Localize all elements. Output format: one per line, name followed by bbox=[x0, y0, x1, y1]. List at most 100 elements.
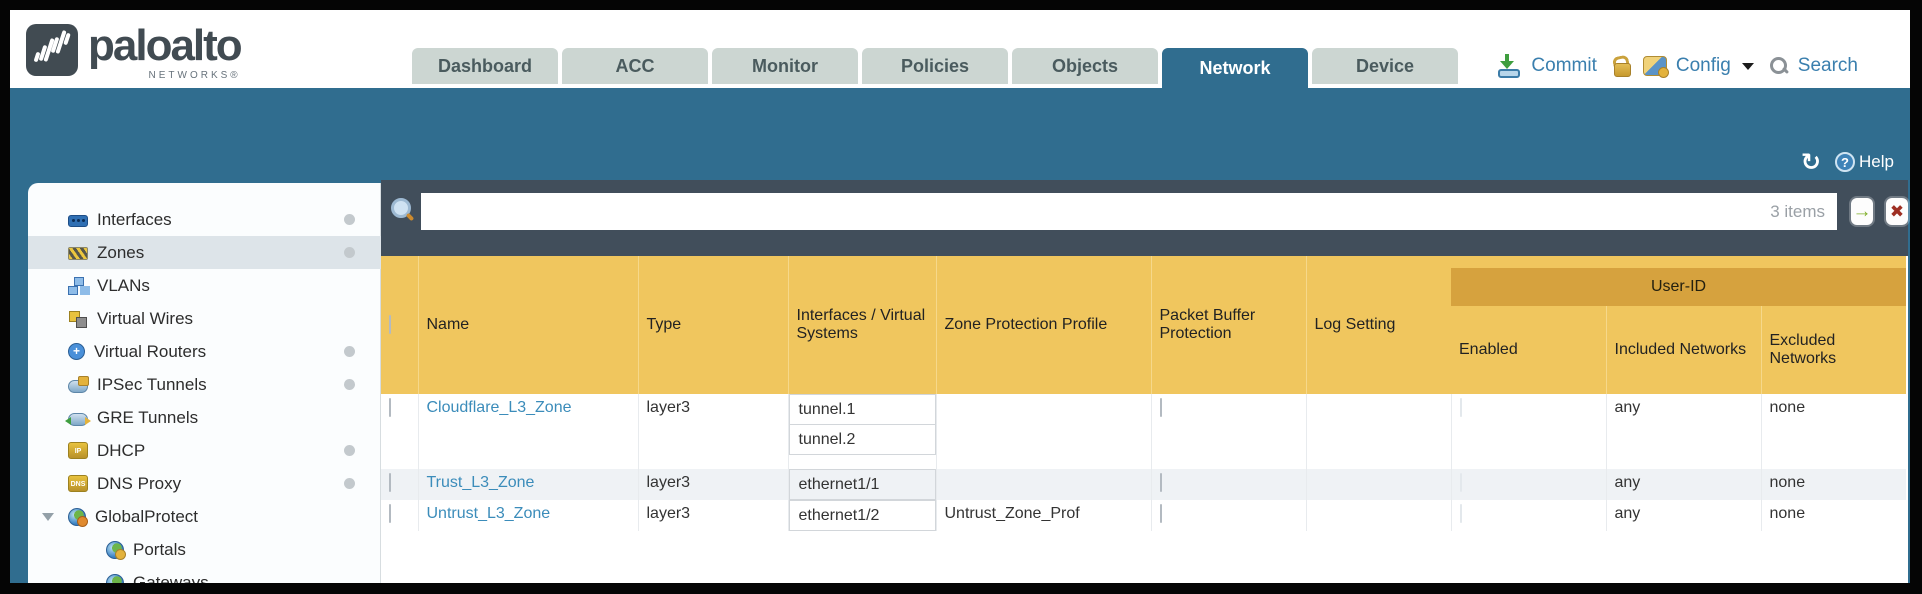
brand-name: paloalto bbox=[88, 21, 243, 70]
user-id-enabled-cell bbox=[1450, 394, 1606, 469]
sidebar-item-label: GRE Tunnels bbox=[97, 407, 199, 427]
select-all-checkbox[interactable] bbox=[389, 315, 391, 334]
gateways-icon bbox=[106, 573, 127, 583]
log-setting-cell bbox=[1305, 469, 1451, 500]
clear-filter-button[interactable] bbox=[1886, 198, 1908, 225]
col-header-type[interactable]: Type bbox=[637, 256, 788, 394]
magnifier-icon[interactable] bbox=[389, 196, 415, 226]
row-checkbox[interactable] bbox=[389, 473, 391, 492]
zones-icon bbox=[68, 247, 88, 260]
refresh-icon[interactable]: ↻ bbox=[1800, 148, 1822, 176]
expander-icon[interactable] bbox=[42, 512, 54, 521]
lock-icon[interactable] bbox=[1612, 54, 1631, 78]
zone-name-link[interactable]: Cloudflare_L3_Zone bbox=[426, 399, 572, 416]
packet-buffer-protection-checkbox[interactable] bbox=[1159, 504, 1162, 523]
filter-input[interactable] bbox=[421, 193, 1837, 230]
row-checkbox[interactable] bbox=[389, 398, 391, 417]
dns-proxy-icon: DNS bbox=[68, 475, 88, 492]
config-icon bbox=[1642, 56, 1669, 78]
sidebar-item-virtual-wires[interactable]: Virtual Wires bbox=[28, 302, 381, 335]
row-select-cell bbox=[381, 500, 418, 531]
zones-table: Name Type Interfaces / Virtual Systems Z… bbox=[381, 256, 1907, 531]
tab-acc[interactable]: ACC bbox=[562, 48, 708, 84]
help-button[interactable]: Help bbox=[1835, 152, 1894, 172]
tab-dashboard[interactable]: Dashboard bbox=[412, 48, 558, 84]
brand-subtitle: NETWORKS® bbox=[148, 70, 241, 81]
packet-buffer-protection-cell bbox=[1150, 500, 1306, 531]
user-id-enabled-checkbox[interactable] bbox=[1459, 398, 1462, 417]
tab-network[interactable]: Network bbox=[1162, 48, 1308, 88]
header-actions: Commit Config Search bbox=[1498, 54, 1858, 78]
zone-type-cell: layer3 bbox=[637, 500, 788, 531]
sidebar-item-dns-proxy[interactable]: DNS DNS Proxy bbox=[28, 467, 381, 500]
dhcp-icon: IP bbox=[68, 442, 88, 459]
config-button[interactable]: Config bbox=[1675, 55, 1731, 76]
sidebar-item-ipsec-tunnels[interactable]: IPSec Tunnels bbox=[28, 368, 381, 401]
interface-entry: tunnel.1 bbox=[788, 394, 936, 425]
filter-bar: 3 items bbox=[381, 180, 1908, 256]
col-header-included-networks[interactable]: Included Networks bbox=[1605, 306, 1761, 394]
col-header-packet-buffer-protection[interactable]: Packet Buffer Protection bbox=[1150, 256, 1306, 394]
user-id-group-header: User-ID bbox=[1451, 256, 1907, 306]
sidebar-item-globalprotect[interactable]: GlobalProtect bbox=[28, 500, 381, 533]
sidebar-item-label: GlobalProtect bbox=[95, 506, 198, 526]
sidebar-item-vlans[interactable]: VLANs bbox=[28, 269, 381, 302]
sidebar-item-label: IPSec Tunnels bbox=[97, 374, 207, 394]
row-checkbox[interactable] bbox=[389, 504, 391, 523]
globalprotect-icon bbox=[68, 507, 88, 527]
virtual-wires-icon bbox=[68, 310, 88, 328]
col-header-interfaces[interactable]: Interfaces / Virtual Systems bbox=[787, 256, 936, 394]
status-dot bbox=[344, 379, 355, 390]
sidebar-item-label: DNS Proxy bbox=[97, 473, 182, 493]
sidebar-item-label: Interfaces bbox=[97, 209, 172, 229]
zone-name-cell: Cloudflare_L3_Zone bbox=[417, 394, 638, 469]
sidebar-item-portals[interactable]: Portals bbox=[28, 533, 381, 566]
sidebar-item-gateways[interactable]: Gateways bbox=[28, 566, 381, 583]
commit-icon bbox=[1498, 54, 1522, 78]
sidebar-item-label: Portals bbox=[133, 539, 186, 559]
config-caret-icon[interactable] bbox=[1741, 62, 1754, 70]
included-networks-cell: any bbox=[1605, 469, 1761, 500]
tab-monitor[interactable]: Monitor bbox=[712, 48, 858, 84]
user-id-enabled-cell bbox=[1450, 500, 1606, 531]
col-header-zone-protection-profile[interactable]: Zone Protection Profile bbox=[935, 256, 1151, 394]
zone-protection-profile-cell bbox=[935, 469, 1151, 500]
sidebar-item-zones[interactable]: Zones bbox=[28, 236, 381, 269]
sidebar-item-interfaces[interactable]: Interfaces bbox=[28, 203, 381, 236]
col-header-excluded-networks[interactable]: Excluded Networks bbox=[1760, 306, 1907, 394]
packet-buffer-protection-checkbox[interactable] bbox=[1159, 473, 1162, 492]
search-button[interactable]: Search bbox=[1797, 55, 1858, 76]
help-icon bbox=[1835, 152, 1856, 172]
tab-objects[interactable]: Objects bbox=[1012, 48, 1158, 84]
interfaces-cell: ethernet1/1 bbox=[787, 469, 936, 500]
zone-name-link[interactable]: Untrust_L3_Zone bbox=[426, 505, 551, 522]
select-all-header bbox=[381, 256, 418, 394]
packet-buffer-protection-checkbox[interactable] bbox=[1159, 398, 1162, 417]
status-dot bbox=[344, 445, 355, 456]
user-id-enabled-checkbox[interactable] bbox=[1459, 504, 1462, 523]
status-dot bbox=[344, 214, 355, 225]
status-dot bbox=[344, 247, 355, 258]
zone-name-link[interactable]: Trust_L3_Zone bbox=[426, 474, 535, 491]
interface-entry: tunnel.2 bbox=[788, 424, 936, 455]
sidebar-item-virtual-routers[interactable]: Virtual Routers bbox=[28, 335, 381, 368]
tab-device[interactable]: Device bbox=[1312, 48, 1458, 84]
apply-filter-button[interactable] bbox=[1851, 198, 1873, 225]
col-header-log-setting[interactable]: Log Setting bbox=[1305, 256, 1451, 394]
user-id-enabled-checkbox[interactable] bbox=[1459, 473, 1462, 492]
commit-button[interactable]: Commit bbox=[1531, 55, 1597, 76]
packet-buffer-protection-cell bbox=[1150, 394, 1306, 469]
virtual-routers-icon bbox=[68, 343, 85, 360]
col-header-enabled[interactable]: Enabled bbox=[1451, 306, 1606, 394]
sidebar-item-gre-tunnels[interactable]: GRE Tunnels bbox=[28, 401, 381, 434]
col-header-name[interactable]: Name bbox=[417, 256, 638, 394]
tab-policies[interactable]: Policies bbox=[862, 48, 1008, 84]
